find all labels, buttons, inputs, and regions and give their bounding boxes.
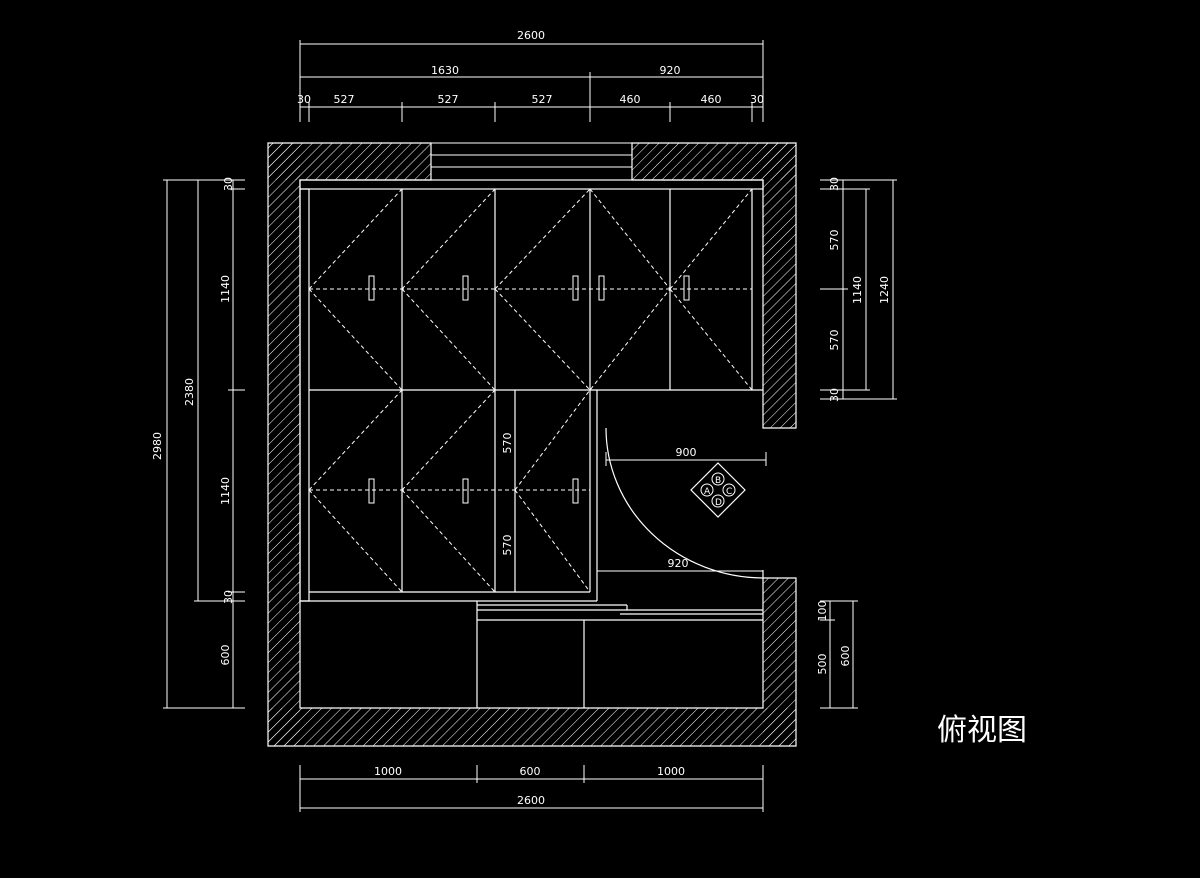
wardrobe: [299, 179, 764, 602]
dim-right-part-1: 30: [828, 177, 841, 191]
dim-left-part-1: 30: [222, 177, 235, 191]
dim-right-part-3: 570: [828, 330, 841, 351]
dim-right-overall: 1240: [878, 276, 891, 304]
dim-bottom-part-1: 1000: [374, 765, 402, 778]
dim-right-lower-1: 100: [816, 601, 829, 622]
dim-top-part-3: 527: [438, 93, 459, 106]
lower-cabinets: [476, 601, 763, 708]
badge-b: B: [715, 476, 721, 486]
wall-left: [268, 143, 300, 746]
dim-top-overall: 2600: [517, 29, 545, 42]
wall-right-lower: [763, 578, 796, 746]
badge-a: A: [704, 487, 711, 497]
dim-left-overall: 2980: [151, 432, 164, 460]
badge-c: C: [726, 487, 732, 497]
top-dimensions: 2600 1630 920 30 527 527 527 460 460 30: [297, 29, 764, 122]
dim-top-part-4: 527: [532, 93, 553, 106]
dim-right-part-4: 30: [828, 388, 841, 402]
dim-inner-lower-1: 570: [501, 433, 514, 454]
dim-bottom-overall: 2600: [517, 794, 545, 807]
drawing-title: 俯视图: [937, 713, 1027, 748]
dim-right-mid: 1140: [851, 276, 864, 304]
dim-right-lower-3: 600: [839, 646, 852, 667]
dim-top-part-1: 30: [297, 93, 311, 106]
dim-bottom-part-3: 1000: [657, 765, 685, 778]
dim-door-lower: 920: [668, 557, 689, 570]
dim-top-group-2: 920: [660, 64, 681, 77]
wall-right-upper: [763, 143, 796, 428]
badge-d: D: [715, 498, 722, 508]
dim-left-part-5: 600: [219, 645, 232, 666]
dim-door-upper: 900: [676, 446, 697, 459]
bottom-dimensions: 1000 600 1000 2600: [299, 765, 764, 812]
wall-bottom: [268, 708, 796, 746]
dim-top-part-5: 460: [620, 93, 641, 106]
left-dimensions: 2980 2380 30 1140 1140 30 600: [151, 177, 245, 709]
dim-top-part-2: 527: [334, 93, 355, 106]
dim-top-part-6: 460: [701, 93, 722, 106]
dim-left-part-3: 1140: [219, 477, 232, 505]
dim-right-lower-2: 500: [816, 654, 829, 675]
dim-left-part-4: 30: [222, 590, 235, 604]
dim-left-mid: 2380: [183, 378, 196, 406]
dim-inner-lower-2: 570: [501, 535, 514, 556]
dim-right-part-2: 570: [828, 230, 841, 251]
right-dimensions: 30 570 570 30 1140 1240 100 500 600: [816, 177, 897, 709]
view-direction-badge: A B C D: [690, 462, 746, 518]
door-handles: [368, 275, 690, 504]
inner-dimensions: 570 570 900 920: [501, 390, 767, 592]
dim-top-group-1: 1630: [431, 64, 459, 77]
dim-bottom-part-2: 600: [520, 765, 541, 778]
wall-top-left: [268, 143, 431, 180]
dim-top-part-7: 30: [750, 93, 764, 106]
dim-left-part-2: 1140: [219, 275, 232, 303]
walls: [267, 142, 797, 747]
